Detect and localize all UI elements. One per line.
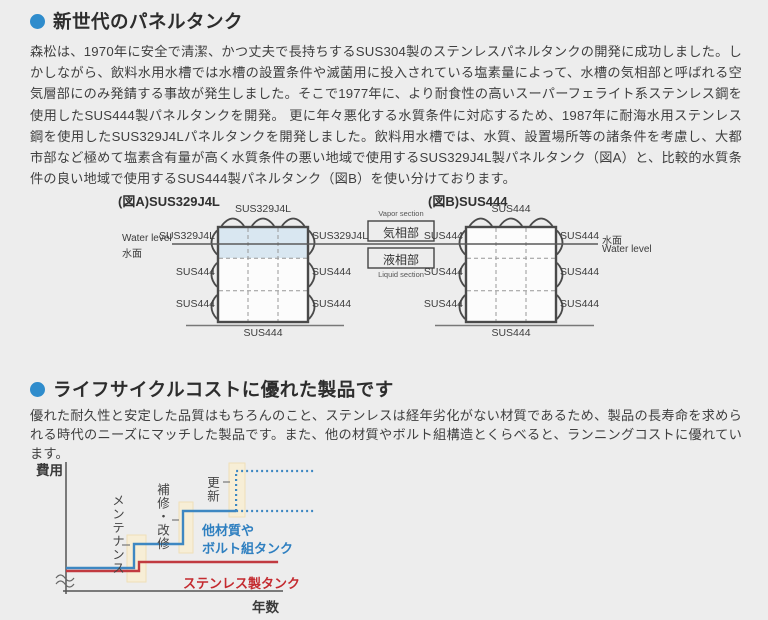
section1-body: 森松は、1970年に安全で清潔、かつ丈夫で長持ちするSUS304製のステンレスパ… — [30, 44, 742, 187]
figB-right-label-3: SUS444 — [560, 298, 600, 310]
annotation-repair: 補修・改修 — [155, 483, 169, 551]
figB-right-label-1: SUS444 — [560, 230, 600, 242]
series-label-other-tank: 他材質や ボルト組タンク — [202, 523, 294, 556]
figB-water-level-en: Water level — [602, 244, 652, 255]
figA-water-level-en: Water level — [122, 233, 172, 244]
legend-liquid-ja: 液相部 — [382, 253, 419, 267]
annotation-leaders — [122, 481, 230, 546]
figB-left-label-3: SUS444 — [423, 298, 463, 310]
figA-water-level-ja: 水面 — [122, 249, 142, 260]
vapor-section-box — [367, 220, 435, 242]
series-label-stainless-tank: ステンレス製タンク — [183, 576, 301, 591]
tank-b-body — [464, 225, 558, 324]
tank-diagram-svg — [172, 217, 598, 327]
series-line-1 — [66, 560, 279, 573]
figA-bottom-label: SUS444 — [243, 327, 283, 339]
liquid-section-box — [367, 247, 435, 269]
figA-right-label-2: SUS444 — [312, 266, 352, 278]
figA-left-label-2: SUS444 — [175, 266, 215, 278]
figB-water-level-ja: 水面 — [602, 236, 622, 247]
legend-vapor-en: Vapor section — [378, 209, 424, 218]
figB-top-label: SUS444 — [491, 203, 531, 215]
figA-right-label-3: SUS444 — [312, 298, 352, 310]
bullet-icon — [30, 381, 45, 397]
legend-vapor-ja: 気相部 — [382, 226, 419, 240]
x-axis-label: 年数 — [252, 600, 279, 615]
lifecycle-cost-chart: 費用 年数 メンテナンス 補修・改修 更新 他材質や ボルト組タンク ステンレス… — [30, 450, 325, 618]
figB-right-label-2: SUS444 — [560, 266, 600, 278]
figA-top-label: SUS329J4L — [234, 203, 292, 215]
figA-left-label-1: SUS329J4L — [158, 230, 215, 242]
axis-break-icon — [55, 574, 75, 588]
annotation-maintenance: メンテナンス — [110, 494, 124, 575]
tank-a-vapor-zone — [219, 228, 307, 258]
section1-heading: 新世代のパネルタンク — [30, 8, 243, 34]
section2-heading: ライフサイクルコストに優れた製品です — [30, 376, 394, 402]
section2-title: ライフサイクルコストに優れた製品です — [53, 379, 394, 400]
tank-a-panel-bumps — [210, 217, 316, 320]
series-line-0 — [66, 509, 237, 570]
tank-a-body — [216, 225, 310, 324]
tank-b — [458, 217, 564, 324]
legend-liquid-en: Liquid section — [378, 270, 424, 279]
tank-b-panel-bumps — [458, 217, 564, 320]
figB-left-label-1: SUS444 — [423, 230, 463, 242]
figB-title: (図B)SUS444 — [428, 194, 508, 209]
figB-bottom-label: SUS444 — [491, 327, 531, 339]
section2-body: 優れた耐久性と安定した品質はもちろんのこと、ステンレスは経年劣化がない材質である… — [30, 408, 742, 461]
tank-diagram: (図A)SUS329J4L SUS329J4L Water level 水面 S… — [0, 188, 768, 368]
series-line-0-dotted-0 — [235, 469, 316, 511]
series-lines — [66, 469, 316, 573]
lifecycle-chart-svg — [55, 462, 316, 594]
y-axis-label: 費用 — [36, 463, 63, 478]
figA-title: (図A)SUS329J4L — [118, 194, 220, 209]
tank-a — [210, 217, 316, 324]
figA-left-label-3: SUS444 — [175, 298, 215, 310]
section1-title: 新世代のパネルタンク — [53, 11, 244, 32]
figA-right-label-1: SUS329J4L — [312, 230, 369, 242]
bullet-icon — [30, 13, 45, 29]
annotation-renewal: 更新 — [205, 476, 219, 503]
figB-left-label-2: SUS444 — [423, 266, 463, 278]
